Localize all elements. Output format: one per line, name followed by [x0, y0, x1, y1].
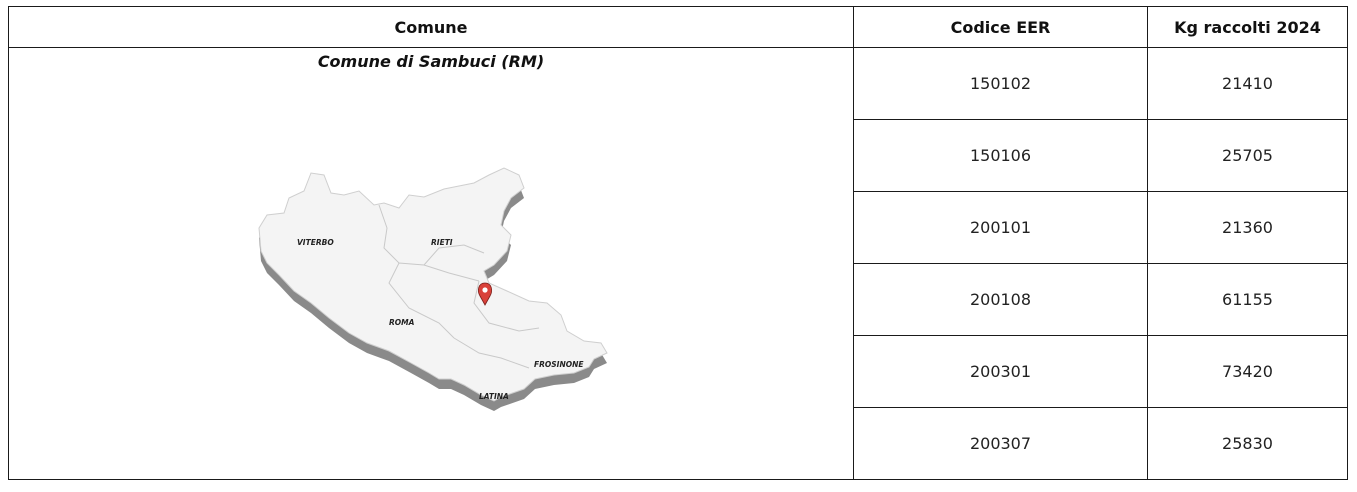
eer-code: 200108	[853, 263, 1148, 336]
kg-value: 25830	[1147, 407, 1348, 480]
label-latina: LATINA	[479, 392, 509, 401]
kg-value: 21410	[1147, 47, 1348, 120]
province-borders	[378, 204, 540, 369]
comune-cell: Comune di Sambuci (RM) VITERBO RIETI ROM…	[8, 47, 854, 480]
label-roma: ROMA	[389, 318, 415, 327]
label-rieti: RIETI	[431, 238, 453, 247]
waste-collection-table: Comune Codice EER Kg raccolti 2024 Comun…	[8, 6, 1348, 480]
header-codice-eer: Codice EER	[853, 6, 1148, 48]
comune-name: Comune di Sambuci (RM)	[317, 52, 545, 71]
kg-value: 61155	[1147, 263, 1348, 336]
table-row: 150106 25705	[9, 119, 1348, 192]
table-header-row: Comune Codice EER Kg raccolti 2024	[8, 6, 1348, 48]
eer-code: 200101	[853, 191, 1148, 264]
eer-code: 200307	[853, 407, 1148, 480]
table-row: 200301 73420	[9, 335, 1348, 408]
kg-value: 21360	[1147, 191, 1348, 264]
header-comune: Comune	[8, 6, 854, 48]
table-row: Comune di Sambuci (RM) VITERBO RIETI ROM…	[8, 47, 1348, 480]
header-kg-raccolti: Kg raccolti 2024	[1147, 6, 1348, 48]
label-frosinone: FROSINONE	[534, 360, 584, 369]
table-row: 200307 25830	[9, 407, 1348, 480]
eer-code: 200301	[853, 335, 1148, 408]
label-viterbo: VITERBO	[297, 238, 334, 247]
table-row: 200108 61155	[9, 263, 1348, 336]
eer-code: 150102	[853, 47, 1148, 120]
lazio-region-map: VITERBO RIETI ROMA FROSINONE LATINA	[239, 153, 619, 413]
map-pin-icon	[478, 282, 492, 306]
kg-value: 73420	[1147, 335, 1348, 408]
kg-value: 25705	[1147, 119, 1348, 192]
lazio-map-svg: VITERBO RIETI ROMA FROSINONE LATINA	[258, 167, 608, 411]
eer-code: 150106	[853, 119, 1148, 192]
table-row: 200101 21360	[9, 191, 1348, 264]
map-region	[258, 167, 608, 402]
